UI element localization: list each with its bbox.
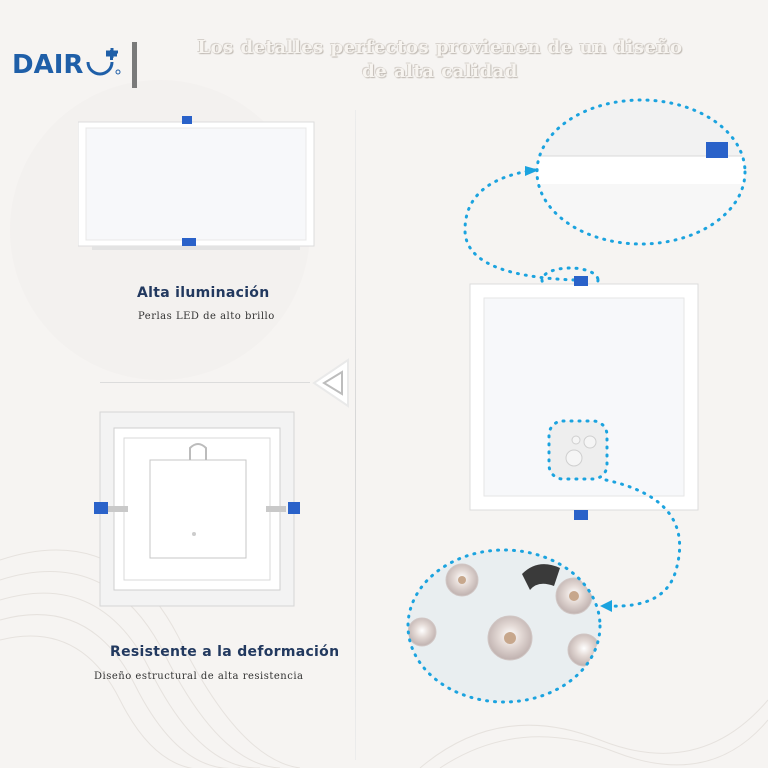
arrow-head-icon [600, 600, 612, 612]
headline-line-1: Los detalles perfectos provienen de un d… [197, 37, 683, 58]
feature-1-title: Alta iluminación [137, 285, 270, 301]
panel-light-back-image [94, 411, 300, 607]
feature-2-title: Resistente a la deformación [110, 644, 340, 660]
triangle-pointer-icon [312, 358, 349, 408]
led-highlight-box [547, 419, 609, 481]
headline-line-2: de alta calidad [362, 61, 518, 82]
led-detail-zoom [406, 548, 602, 704]
feature-2-subtitle: Diseño estructural de alta resistencia [94, 671, 304, 682]
dotted-connector-bottom [600, 478, 682, 612]
dotted-connector-top [463, 166, 577, 282]
panel-light-front-image [78, 116, 315, 250]
brand-logo: DAIR [8, 42, 138, 88]
headline: Los detalles perfectos provienen de un d… [180, 36, 700, 84]
feature-1-subtitle: Perlas LED de alto brillo [138, 311, 275, 322]
vertical-divider [355, 110, 356, 760]
edge-detail-zoom [535, 98, 747, 246]
horizontal-divider [100, 382, 310, 383]
logo-divider [132, 42, 137, 88]
logo-plus-icon [86, 48, 121, 76]
arrow-head-icon [525, 166, 539, 176]
brand-name: DAIR [12, 50, 84, 80]
